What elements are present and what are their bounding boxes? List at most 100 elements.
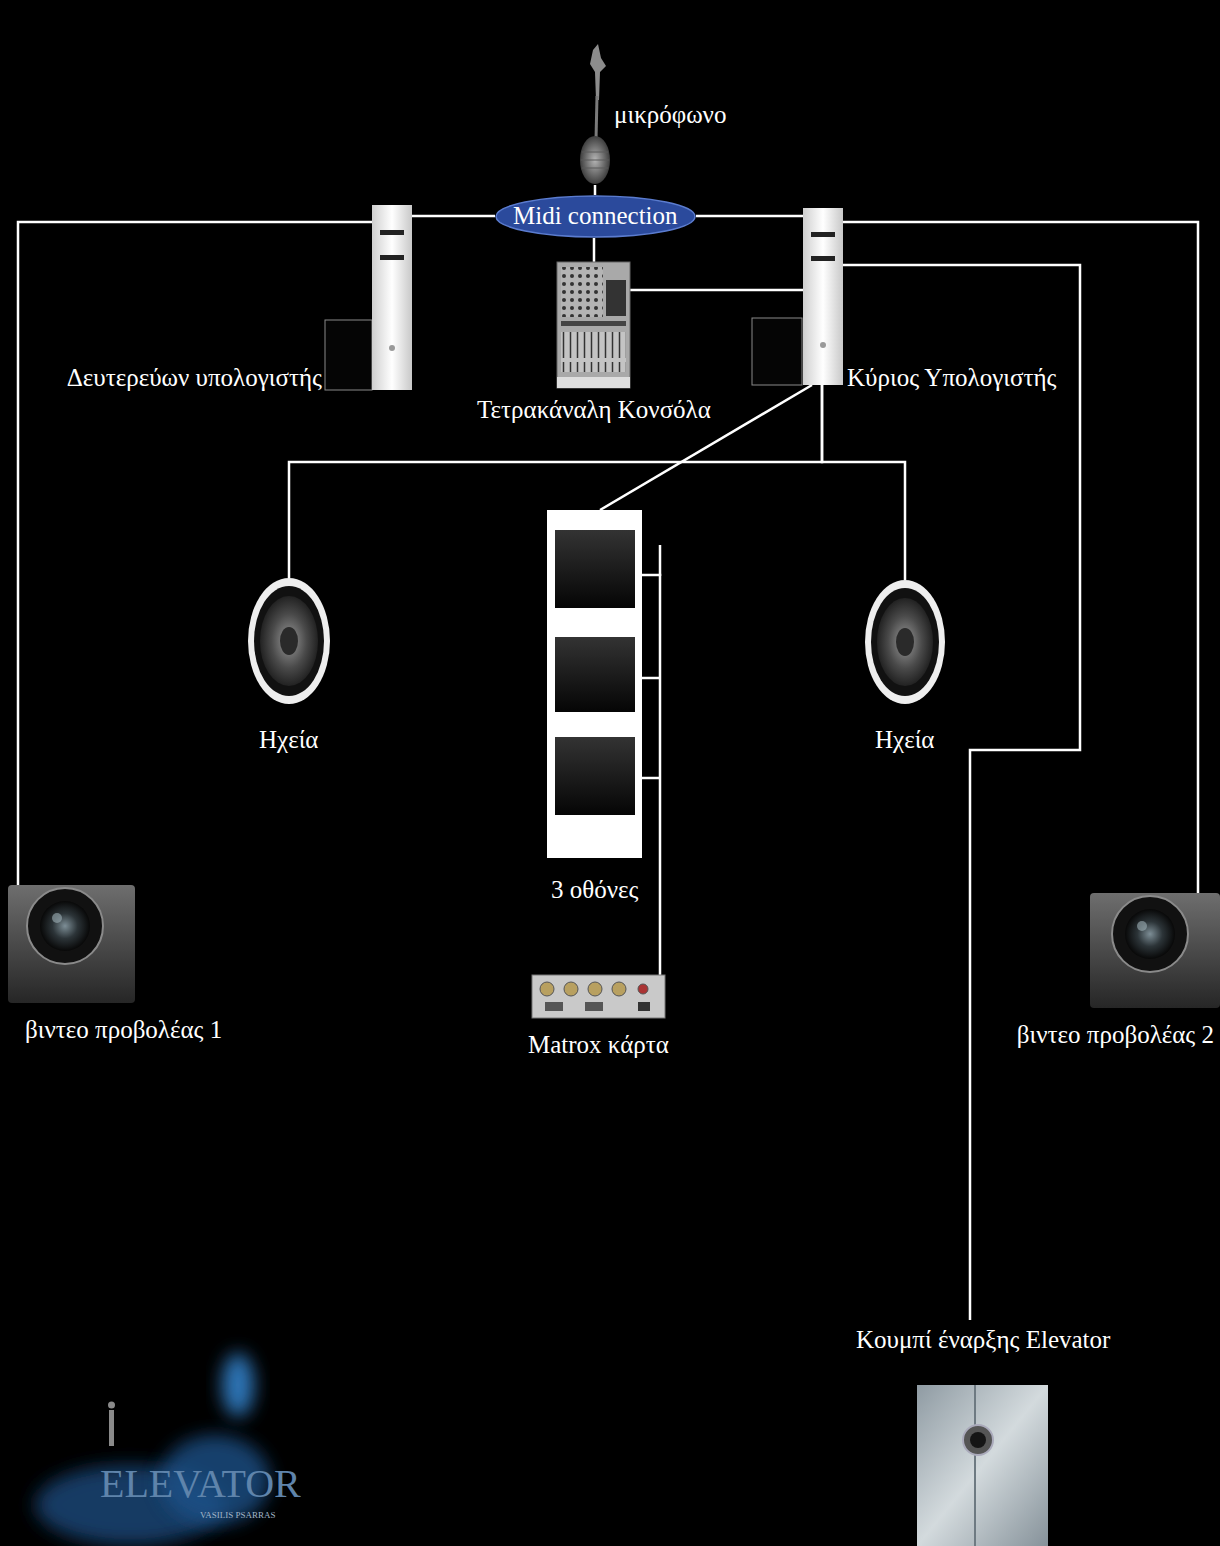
power-button — [820, 342, 826, 348]
speaker: Ηχεία — [865, 580, 945, 705]
logo-figure-head — [108, 1402, 115, 1409]
connector — [588, 982, 602, 996]
projector-lens — [1125, 909, 1175, 959]
secondary-computer-icon — [325, 205, 412, 390]
statue-figure — [590, 44, 606, 100]
speaker-rim — [248, 578, 330, 704]
port — [545, 1002, 563, 1011]
node-label: Ηχεία — [259, 726, 318, 755]
node-label: βιντεο προβολέας 2 — [1017, 1021, 1214, 1050]
microphone: μικρόφωνο — [580, 45, 610, 185]
monitor — [325, 320, 372, 390]
logo-glow — [222, 1353, 254, 1417]
speaker-cone — [877, 598, 933, 686]
monitor — [752, 318, 802, 385]
connector-line — [822, 385, 905, 580]
node-label: Κουμπί έναρξης Elevator — [856, 1326, 1110, 1355]
speaker-cone — [260, 596, 318, 686]
connector — [612, 982, 626, 996]
button-ring — [963, 1425, 993, 1455]
video-projector: βιντεο προβολέας 2 — [1090, 893, 1220, 1008]
node-label: Τετρακάναλη Κονσόλα — [477, 396, 711, 425]
knob-area — [561, 267, 603, 317]
fader-area — [561, 332, 626, 372]
screen — [555, 530, 635, 608]
screen — [555, 637, 635, 712]
lens-highlight — [1137, 921, 1147, 931]
connector-line — [843, 265, 1080, 1320]
node-label: Δευτερεύων υπολογιστής — [67, 364, 322, 393]
connector-line — [412, 215, 495, 218]
speaker-cap — [896, 628, 914, 656]
video-projector-icon — [8, 885, 135, 1003]
button-plate — [917, 1385, 1048, 1546]
connector-line — [593, 238, 596, 262]
logo-figure — [109, 1410, 114, 1446]
bracket-tick — [642, 677, 660, 680]
projector-body — [1090, 893, 1220, 1008]
speaker-rim — [865, 580, 945, 704]
microphone-head — [580, 136, 610, 184]
projector-lens — [40, 901, 90, 951]
speaker-icon — [248, 578, 330, 704]
connector — [540, 982, 554, 996]
power-button — [389, 345, 395, 351]
speaker-cap — [280, 627, 298, 655]
connector-line — [843, 222, 1198, 893]
connector-line — [594, 185, 597, 195]
speaker-frame — [871, 588, 939, 696]
midi-ellipse — [496, 196, 695, 237]
node-label: Ηχεία — [875, 726, 934, 755]
node-label: Matrox κάρτα — [528, 1031, 669, 1060]
mixer-icon — [557, 262, 630, 388]
video-projector-icon — [1090, 893, 1220, 1008]
bracket-line — [659, 545, 662, 576]
microphone-mesh — [581, 152, 609, 168]
speaker-frame — [254, 586, 324, 696]
bracket-tick — [642, 777, 660, 780]
secondary-computer: Δευτερεύων υπολογιστής — [372, 205, 412, 390]
speaker-icon — [865, 580, 945, 704]
computer-tower — [803, 208, 843, 385]
mixer-base — [557, 377, 630, 388]
matrox-card-icon — [532, 975, 665, 1018]
midi-connection-ellipse: Midi connection — [495, 195, 696, 238]
start-button: Κουμπί έναρξης Elevator — [850, 1320, 1117, 1546]
connector-line — [630, 289, 803, 292]
microphone-icon — [580, 44, 610, 184]
screen-stack-icon — [547, 510, 660, 858]
screen — [555, 737, 635, 815]
drive-bay — [811, 256, 835, 261]
connector — [564, 982, 578, 996]
matrox-card: Matrox κάρτα — [532, 975, 665, 1018]
screen-panel — [547, 510, 642, 858]
plate-seam — [974, 1385, 976, 1546]
mixer-body — [557, 262, 630, 388]
mixer-console: Τετρακάναλη Κονσόλα — [557, 262, 630, 388]
connector-line — [696, 215, 803, 218]
projector-lens-ring — [1112, 896, 1188, 972]
video-projector: βιντεο προβολέας 1 — [8, 885, 135, 1003]
node-label: Midi connection — [513, 202, 678, 231]
screen-stack: 3 οθόνες — [547, 510, 642, 858]
card-plate — [532, 975, 665, 1018]
microphone-stand — [596, 96, 597, 140]
connector-line — [642, 575, 660, 975]
meter-area — [606, 280, 626, 316]
drive-bay — [380, 230, 404, 235]
node-label: βιντεο προβολέας 1 — [25, 1016, 222, 1045]
connector-line — [18, 222, 372, 885]
projector-body — [8, 885, 135, 1003]
button-row — [561, 321, 626, 326]
logo-subtitle: VASILIS PSARRAS — [200, 1511, 276, 1521]
projector-lens-ring — [27, 888, 103, 964]
drive-bay — [811, 232, 835, 237]
node-label: μικρόφωνο — [614, 101, 726, 130]
speaker: Ηχεία — [248, 578, 330, 705]
main-computer-icon — [752, 208, 843, 385]
port — [585, 1002, 603, 1011]
start-button-icon — [917, 1385, 1048, 1546]
port — [638, 1002, 650, 1011]
logo-title: ELEVATOR — [100, 1462, 301, 1506]
